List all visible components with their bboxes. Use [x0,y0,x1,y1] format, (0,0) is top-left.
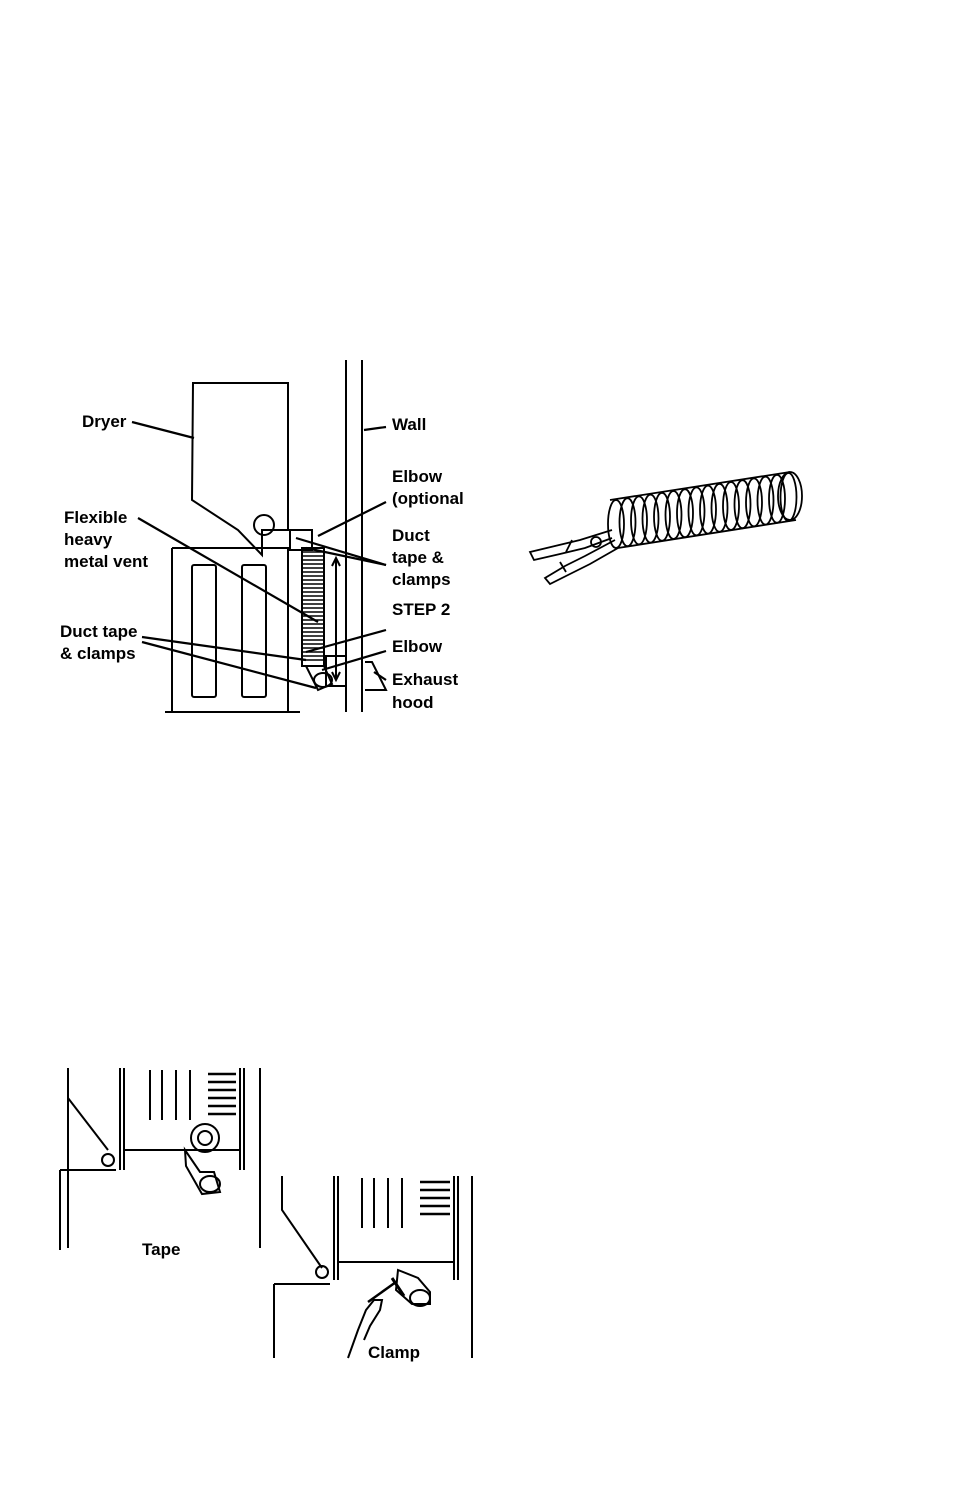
tape-dryer-legs [120,1068,244,1170]
leader-lines [132,422,386,688]
label-step: STEP 2 [392,600,450,619]
clamp-dryer-slots [362,1178,402,1228]
dryer-knob [254,515,274,535]
label-duct-right-2: tape & [392,548,444,567]
dryer-panel-left [192,565,216,697]
coil-rings [608,473,797,548]
label-exhaust-1: Exhaust [392,670,458,689]
leader-elbow-optional [318,502,386,536]
label-tape: Tape [142,1240,180,1259]
venting-diagram-labels: Dryer Wall Elbow (optional Flexible heav… [60,412,464,712]
coil-outline [610,472,796,548]
coil-end-opening [778,472,802,520]
label-clamp: Clamp [368,1343,420,1362]
dryer-cabinet [172,548,288,712]
label-elbow-optional-2: (optional [392,489,464,508]
leader-dryer [132,422,194,438]
label-flexible-2: heavy [64,530,113,549]
label-duct-right-3: clamps [392,570,451,589]
clamp-tool-icon [530,530,618,584]
tape-dryer-slots [150,1070,190,1120]
coiled-duct-illustration [530,472,802,584]
label-duct-right-1: Duct [392,526,430,545]
label-wall: Wall [392,415,426,434]
label-elbow: Elbow [392,637,443,656]
tape-vent-grille [208,1074,236,1114]
leader-wall [364,427,386,430]
clamp-elbow [396,1270,430,1304]
label-dryer: Dryer [82,412,127,431]
tape-elbow [185,1150,220,1194]
leader-elbow [322,651,386,670]
label-exhaust-2: hood [392,693,434,712]
clamp-detail [274,1176,472,1358]
label-elbow-optional-1: Elbow [392,467,443,486]
clamp-vent-grille [420,1182,450,1214]
label-duct-left-2: & clamps [60,644,136,663]
clamp-dryer-legs [334,1176,458,1280]
vent-ribs [302,552,324,660]
exhaust-hood [365,662,386,690]
label-flexible-3: metal vent [64,552,148,571]
tape-knob [102,1154,114,1166]
tape-roll-icon [191,1124,219,1152]
label-duct-left-1: Duct tape [60,622,137,641]
tape-roll-core [198,1131,212,1145]
venting-diagram [132,360,386,712]
label-flexible-1: Flexible [64,508,127,527]
tape-dryer-edge [68,1098,108,1150]
clamp-dryer-edge [282,1176,322,1268]
clamp-band [392,1278,404,1296]
tape-detail [60,1068,260,1250]
